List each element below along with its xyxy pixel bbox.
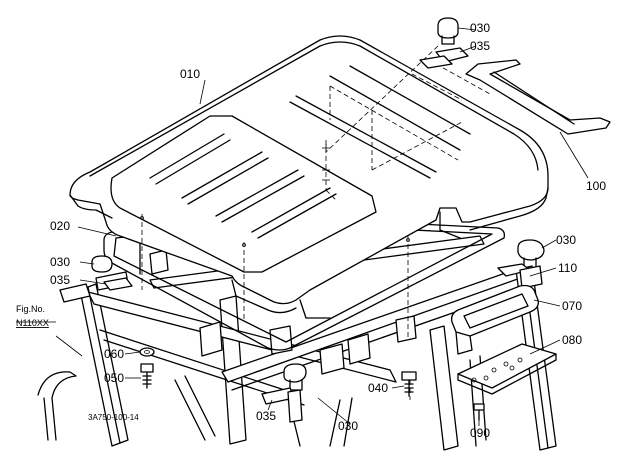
callout-035-top: 035	[470, 39, 490, 53]
fig-ref-line1: Fig.No.	[16, 304, 45, 314]
bolt-090	[473, 403, 485, 421]
callout-030-left: 030	[50, 255, 70, 269]
washer-060	[139, 347, 155, 357]
bracket-110	[497, 263, 543, 289]
callout-020: 020	[50, 219, 70, 233]
callout-030-bottom: 030	[338, 419, 358, 433]
seal-strip-100	[465, 59, 611, 135]
callout-030-right: 030	[556, 233, 576, 247]
center-lines	[140, 45, 491, 400]
bolt-040	[401, 371, 417, 397]
callout-090: 090	[470, 426, 490, 440]
callout-050: 050	[104, 371, 124, 385]
callout-040: 040	[368, 381, 388, 395]
bracket-035-bottom	[261, 387, 303, 423]
figure-reference: Fig.No. N110XX	[16, 304, 49, 328]
callout-100: 100	[586, 179, 606, 193]
callout-080: 080	[562, 333, 582, 347]
plate-080	[457, 343, 557, 395]
callout-060: 060	[104, 347, 124, 361]
callout-labels: 010 020 030 035 030 030 035 100 110 070 …	[50, 21, 606, 440]
knob-030-bottom	[283, 363, 307, 391]
callout-010: 010	[180, 67, 200, 81]
callout-030-top: 030	[470, 21, 490, 35]
bolt-050	[140, 363, 154, 389]
callout-035-bottom: 035	[256, 409, 276, 423]
knob-030-left	[91, 255, 113, 273]
callout-070: 070	[562, 299, 582, 313]
lamp-070	[450, 284, 539, 355]
drawing-code: 3A750-100-14	[88, 413, 139, 422]
fig-ref-line2: N110XX	[16, 318, 49, 328]
bracket-035-top	[419, 47, 469, 69]
bracket-035-left	[103, 277, 133, 291]
callout-110: 110	[558, 261, 577, 275]
leader-lines	[16, 27, 589, 426]
roof-panel-010	[69, 35, 549, 319]
knob-030-top	[437, 17, 459, 45]
callout-035-left: 035	[50, 273, 70, 287]
